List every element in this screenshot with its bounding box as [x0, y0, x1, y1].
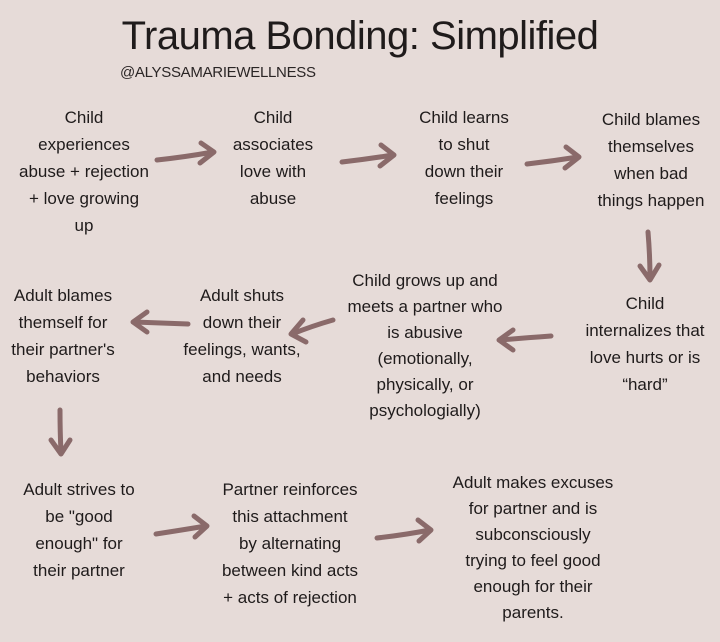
step-4-child-blames: Child blames themselves when bad things … — [597, 110, 705, 210]
step-3-child-learns: Child learns to shut down their feelings — [419, 108, 509, 208]
step-7-adult-shuts-down: Adult shuts down their feelings, wants, … — [183, 286, 301, 386]
arrow-7-to-8 — [130, 309, 191, 335]
step-5-child-internalizes: Child internalizes that love hurts or is… — [585, 294, 705, 394]
arrow-6-to-7 — [288, 317, 336, 345]
step-9-adult-strives: Adult strives to be "good enough" for th… — [23, 480, 135, 580]
arrow-1-to-2 — [154, 140, 217, 166]
arrow-4-to-5 — [637, 229, 662, 283]
step-1-child-experiences: Child experiences abuse + rejection + lo… — [19, 108, 149, 235]
step-8-adult-blames: Adult blames themself for their partner'… — [11, 286, 115, 386]
step-2-child-associates: Child associates love with abuse — [232, 108, 314, 208]
author-handle: @ALYSSAMARIEWELLNESS — [120, 64, 316, 81]
page-title: Trauma Bonding: Simplified — [121, 14, 599, 58]
step-6-child-grows-up: Child grows up and meets a partner who i… — [347, 271, 503, 420]
arrow-2-to-3 — [339, 142, 397, 169]
arrow-10-to-11 — [374, 517, 434, 544]
arrow-8-to-9 — [48, 407, 73, 457]
arrow-9-to-10 — [153, 513, 210, 540]
arrow-3-to-4 — [524, 144, 582, 171]
arrow-5-to-6 — [496, 327, 554, 353]
step-10-partner-reinforces: Partner reinforces this attachment by al… — [221, 480, 359, 607]
step-11-adult-makes-excuses: Adult makes excuses for partner and is s… — [452, 473, 614, 622]
